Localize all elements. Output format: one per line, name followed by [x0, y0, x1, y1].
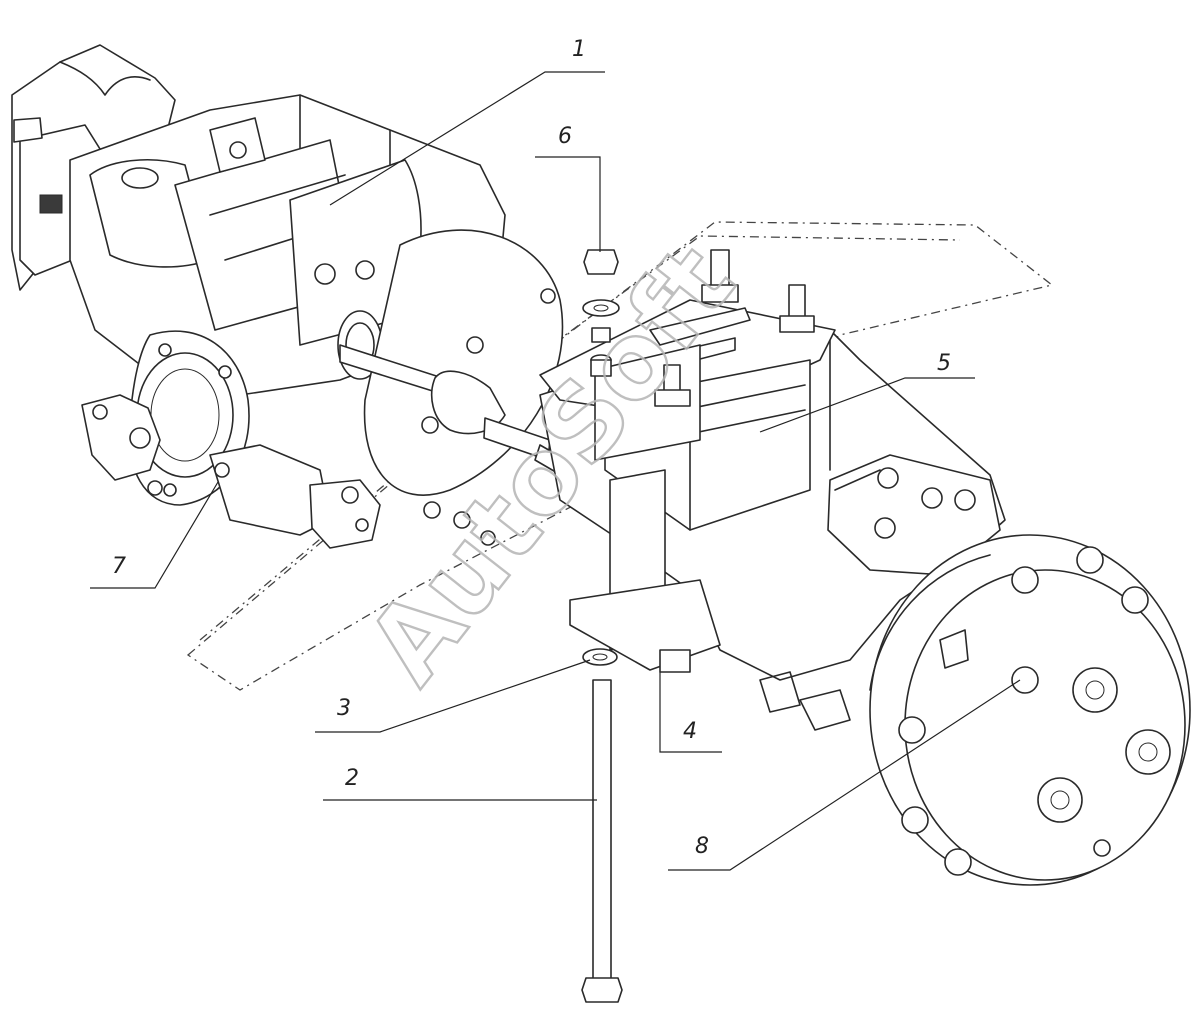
- callout-1: 1: [572, 37, 586, 62]
- callout-8: 8: [695, 834, 709, 859]
- nut-washer-6: [582, 249, 620, 377]
- callout-4: 4: [683, 719, 697, 744]
- washer-3: [582, 648, 618, 666]
- differential-plate: [827, 454, 1001, 576]
- u-bolt-studs: [654, 249, 815, 407]
- callout-3: 3: [337, 696, 351, 721]
- callout-2: 2: [345, 766, 359, 791]
- callout-6: 6: [558, 124, 572, 149]
- spring-clamp-block: [539, 299, 836, 673]
- callout-5: 5: [937, 351, 951, 376]
- long-bolt-2: [581, 679, 623, 1003]
- callout-7: 7: [112, 554, 126, 579]
- wheel-hub: [759, 534, 1191, 886]
- callout-leaders: [90, 71, 1021, 871]
- left-flange-yoke: [81, 330, 381, 549]
